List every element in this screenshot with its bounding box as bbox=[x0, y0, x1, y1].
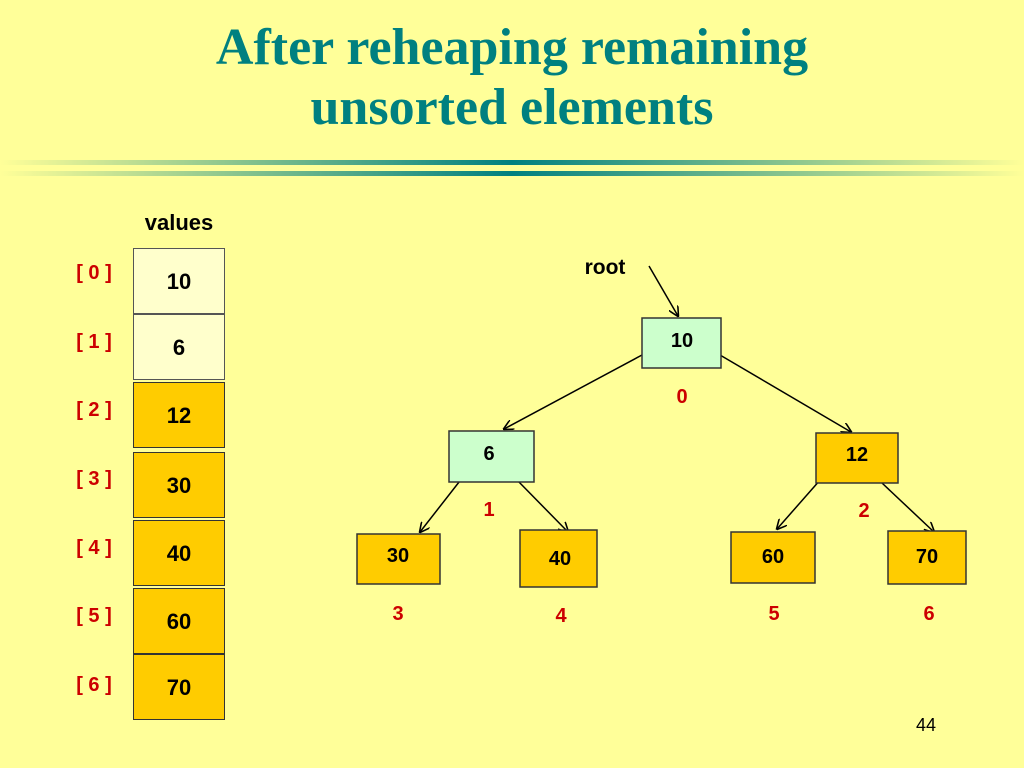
heap-node-value: 6 bbox=[483, 443, 494, 465]
sorted-node-box bbox=[887, 530, 967, 585]
array-index-label: [ 2 ] bbox=[76, 399, 112, 421]
heap-node-box bbox=[448, 430, 535, 483]
array-header: values bbox=[144, 210, 214, 235]
array-cell-sorted: 30 bbox=[133, 452, 225, 518]
sorted-node-index: 6 bbox=[923, 603, 934, 625]
sorted-node-box bbox=[519, 529, 598, 588]
heap-node-index: 0 bbox=[676, 386, 687, 408]
sorted-node-index: 3 bbox=[392, 603, 403, 625]
title-divider bbox=[0, 160, 1024, 176]
page-number: 44 bbox=[915, 715, 936, 735]
array-index-label: [ 0 ] bbox=[76, 262, 112, 284]
tree-edge bbox=[881, 482, 934, 532]
sorted-node-index: 4 bbox=[555, 605, 567, 627]
array-index-label: [ 6 ] bbox=[76, 674, 112, 696]
array-cell-sorted: 40 bbox=[133, 520, 225, 586]
array-cell-sorted: 12 bbox=[133, 382, 225, 448]
array-cell-sorted: 70 bbox=[133, 654, 225, 720]
slide-title-line-2: unsorted elements bbox=[310, 79, 714, 136]
sorted-node-value: 40 bbox=[549, 548, 571, 570]
heap-node-value: 10 bbox=[671, 330, 693, 352]
heap-node-box bbox=[641, 317, 722, 369]
array-cell-unsorted: 10 bbox=[133, 248, 225, 314]
array-index-label: [ 3 ] bbox=[76, 468, 112, 490]
array-index-label: [ 5 ] bbox=[76, 605, 112, 627]
sorted-node-value: 70 bbox=[916, 546, 938, 568]
tree-edge bbox=[516, 479, 568, 532]
sorted-node-value: 12 bbox=[846, 444, 868, 466]
slide-title: After reheaping remaining unsorted eleme… bbox=[0, 18, 1024, 138]
tree-edge bbox=[504, 354, 643, 429]
array-index-label: [ 1 ] bbox=[76, 331, 112, 353]
sorted-node-box bbox=[730, 531, 816, 584]
sorted-node-box bbox=[815, 432, 899, 484]
sorted-node-value: 30 bbox=[387, 545, 409, 567]
root-pointer-arrow bbox=[648, 265, 678, 316]
tree-edge bbox=[719, 354, 851, 432]
sorted-node-value: 60 bbox=[762, 546, 784, 568]
heap-node-index: 1 bbox=[483, 499, 494, 521]
array-cell-sorted: 60 bbox=[133, 588, 225, 654]
array-cell-unsorted: 6 bbox=[133, 314, 225, 380]
sorted-node-index: 5 bbox=[768, 603, 779, 625]
array-index-label: [ 4 ] bbox=[76, 537, 112, 559]
slide-title-line-1: After reheaping remaining bbox=[215, 19, 809, 76]
sorted-node-index: 2 bbox=[858, 500, 869, 522]
root-label: root bbox=[585, 256, 626, 279]
sorted-node-box bbox=[356, 533, 441, 585]
